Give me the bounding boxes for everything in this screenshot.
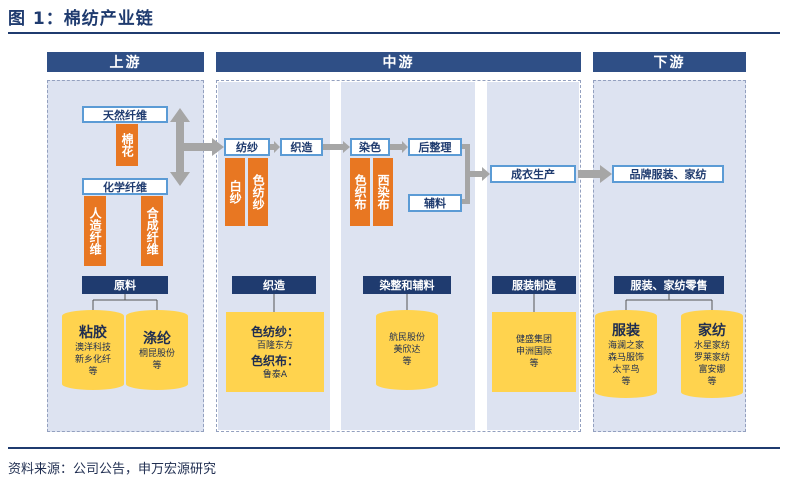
bottom-rule xyxy=(8,447,780,449)
merge-to-garment-arrow xyxy=(470,167,490,181)
weaving-dyed-fabric-label: 色织布： xyxy=(250,354,299,368)
box-dyed-yarn: 色纺纱 xyxy=(248,158,268,226)
home-textile-companies: 水星家纺 罗莱家纺 富安娜 等 xyxy=(693,340,730,388)
apparel-name: 服装 xyxy=(612,322,640,339)
figure-title-text: 棉纺产业链 xyxy=(63,9,154,29)
cylinder-polyester: 涤纶 桐昆股份 等 xyxy=(126,316,188,384)
weave-to-dye-arrow xyxy=(323,141,350,153)
dye-companies: 航民股份 美欣达 等 xyxy=(388,332,425,368)
cylinder-home-textile: 家纺 水星家纺 罗莱家纺 富安娜 等 xyxy=(681,316,743,392)
box-natural-fiber: 天然纤维 xyxy=(82,106,168,123)
category-retail: 服装、家纺零售 xyxy=(614,276,724,294)
garment-to-brand-arrow xyxy=(578,165,612,183)
category-weaving: 织造 xyxy=(232,276,316,294)
weaving-dyed-yarn-label: 色纺纱： xyxy=(250,324,299,339)
box-finishing: 后整理 xyxy=(408,138,462,156)
upstream-vertical-arrow xyxy=(170,108,190,186)
header-downstream: 下游 xyxy=(593,52,746,72)
cylinder-dye-companies: 航民股份 美欣达 等 xyxy=(376,316,438,384)
box-weaving: 织造 xyxy=(280,138,323,156)
polyester-name: 涤纶 xyxy=(143,330,171,347)
tree-downstream xyxy=(625,294,713,312)
box-rayon: 人造纤维 xyxy=(84,196,106,266)
box-synthetic: 合成纤维 xyxy=(141,196,163,266)
cylinder-viscose: 粘胶 澳洋科技 新乡化纤 等 xyxy=(62,316,124,384)
merge-bracket-vertical xyxy=(465,144,470,204)
box-cotton: 棉花 xyxy=(116,124,138,166)
box-dyed-fabric: 色织布 xyxy=(350,158,370,226)
box-western-dyed: 西染布 xyxy=(373,158,393,226)
box-brand-apparel-home: 品牌服装、家纺 xyxy=(612,165,724,183)
box-dyeing: 染色 xyxy=(350,138,390,156)
polyester-companies: 桐昆股份 等 xyxy=(138,348,175,371)
box-accessories: 辅料 xyxy=(408,194,462,212)
box-garment-production: 成衣生产 xyxy=(490,165,576,183)
cylinder-apparel: 服装 海澜之家 森马服饰 太平鸟 等 xyxy=(595,316,657,392)
category-dyeing-accessories: 染整和辅料 xyxy=(363,276,451,294)
tree-upstream xyxy=(92,294,158,312)
top-rule xyxy=(8,32,780,34)
weaving-dyed-yarn-company: 百隆东方 xyxy=(256,340,293,351)
upstream-to-spinning-arrow xyxy=(184,138,224,156)
source-note: 资料来源：公司公告，申万宏源研究 xyxy=(8,462,217,477)
figure-label: 图 1： xyxy=(8,9,64,29)
box-chemical-fiber: 化学纤维 xyxy=(82,178,168,195)
viscose-name: 粘胶 xyxy=(79,324,107,341)
box-weaving-companies: 色纺纱： 百隆东方 色织布： 鲁泰A xyxy=(226,312,324,392)
box-spinning: 纺纱 xyxy=(224,138,270,156)
dye-to-finish-arrow xyxy=(390,141,408,153)
apparel-companies: 海澜之家 森马服饰 太平鸟 等 xyxy=(607,340,644,388)
header-upstream: 上游 xyxy=(47,52,204,72)
merge-bracket-bottom xyxy=(460,199,470,204)
spin-to-weave-arrow xyxy=(270,141,280,153)
weaving-dyed-fabric-company: 鲁泰A xyxy=(262,370,288,380)
garment-companies: 健盛集团 申洲国际 等 xyxy=(515,334,552,370)
box-garment-companies: 健盛集团 申洲国际 等 xyxy=(492,312,576,392)
viscose-companies: 澳洋科技 新乡化纤 等 xyxy=(74,342,111,378)
category-raw-material: 原料 xyxy=(82,276,168,294)
header-midstream: 中游 xyxy=(216,52,581,72)
figure-title: 图 1：棉纺产业链 xyxy=(8,4,154,29)
box-white-yarn: 白纱 xyxy=(225,158,245,226)
category-garment-manufacturing: 服装制造 xyxy=(492,276,576,294)
merge-bracket-top xyxy=(460,144,470,149)
home-textile-name: 家纺 xyxy=(698,322,726,339)
